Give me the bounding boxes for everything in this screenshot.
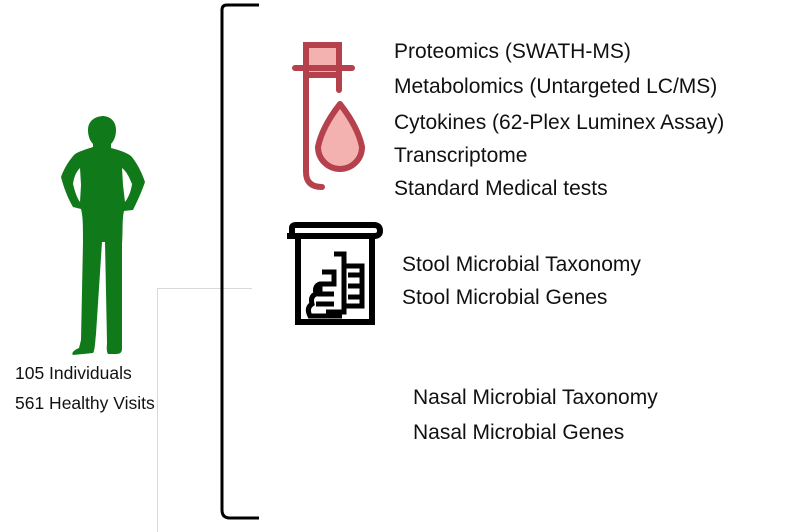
assay-stool-genes: Stool Microbial Genes <box>402 286 608 309</box>
assay-proteomics: Proteomics (SWATH-MS) <box>394 40 631 63</box>
blood-test-tube-icon <box>292 42 365 190</box>
guide-line-vertical <box>157 288 158 532</box>
assay-medical-tests: Standard Medical tests <box>394 177 608 200</box>
assay-stool-taxonomy: Stool Microbial Taxonomy <box>402 253 641 276</box>
cohort-individuals: 105 Individuals <box>15 363 132 383</box>
person-icon <box>61 116 145 355</box>
bracket <box>220 3 259 520</box>
assay-metabolomics: Metabolomics (Untargeted LC/MS) <box>394 75 718 98</box>
stool-sample-container-icon <box>287 222 383 325</box>
assay-cytokines: Cytokines (62-Plex Luminex Assay) <box>394 111 725 134</box>
assay-nasal-genes: Nasal Microbial Genes <box>413 421 625 444</box>
assay-nasal-taxonomy: Nasal Microbial Taxonomy <box>413 386 658 409</box>
assay-transcriptome: Transcriptome <box>394 144 528 167</box>
cohort-visits: 561 Healthy Visits <box>15 393 155 413</box>
guide-line-horizontal <box>157 288 252 289</box>
